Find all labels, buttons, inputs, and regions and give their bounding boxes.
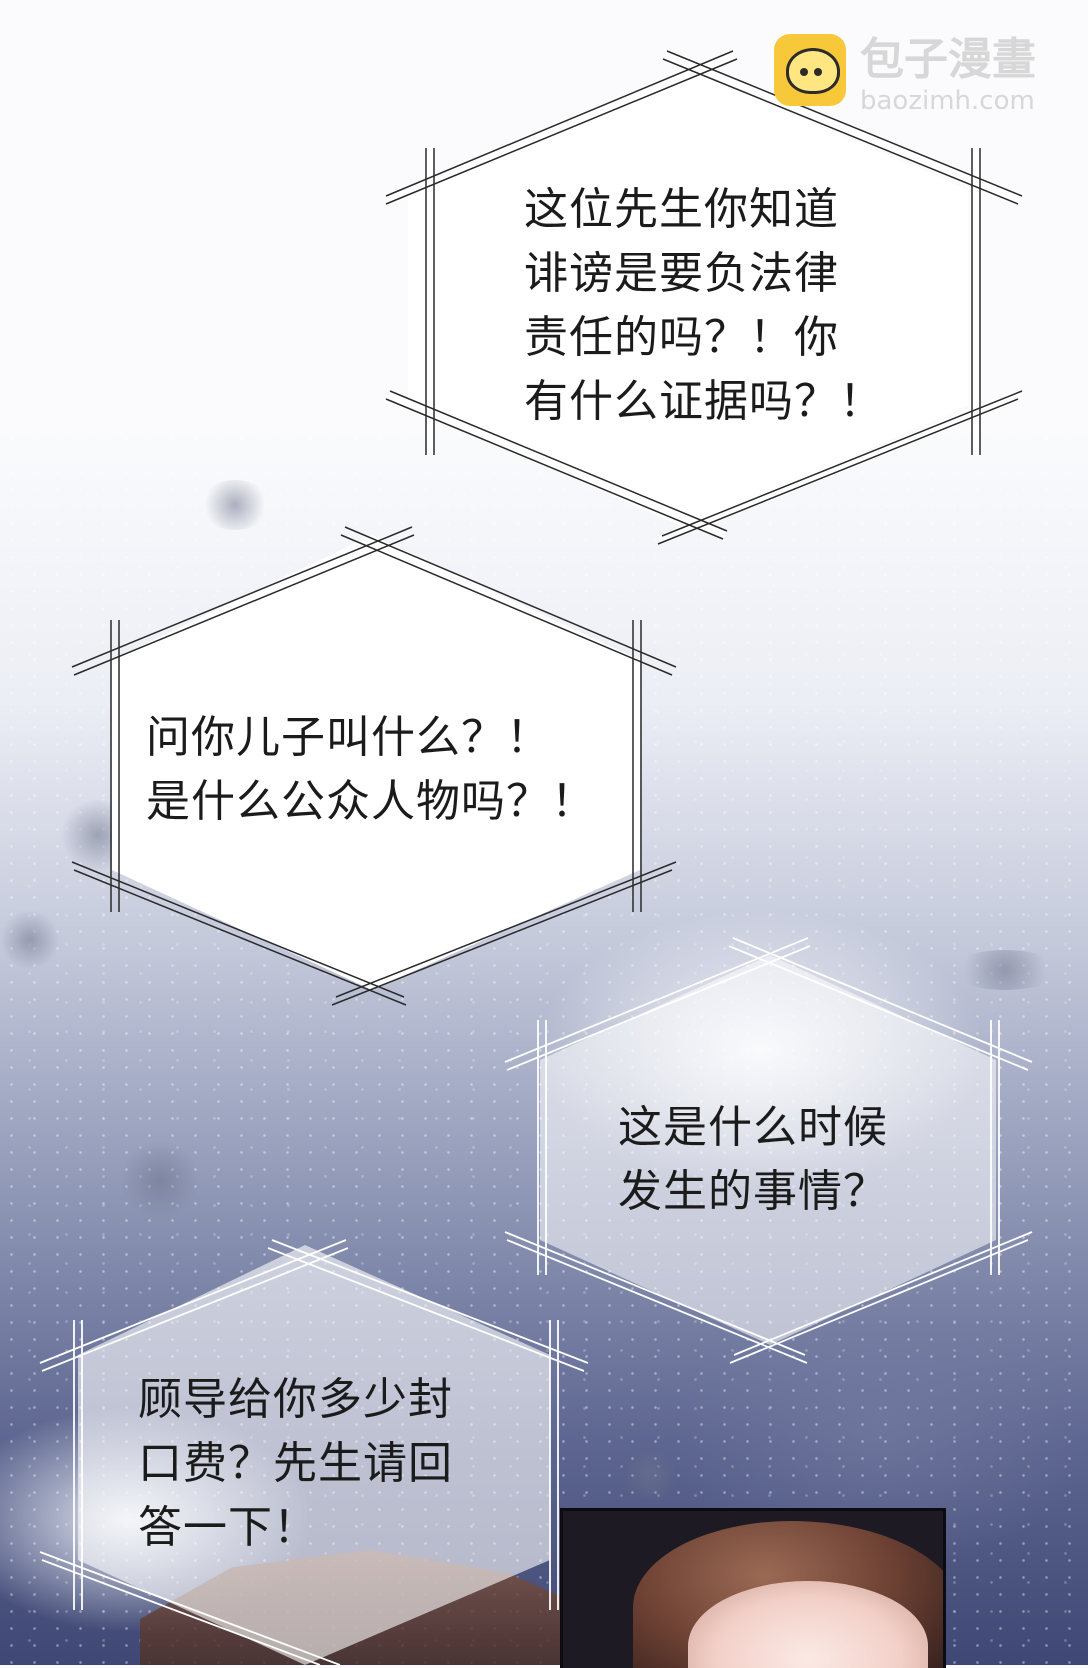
ink-blot <box>200 480 270 530</box>
speech-bubble-text-4: 顾导给你多少封 口费？先生请回 答一下！ <box>138 1374 453 1553</box>
site-watermark: 包子漫畫 baozimh.com <box>774 34 1064 118</box>
watermark-title: 包子漫畫 <box>860 34 1036 85</box>
watermark-url: baozimh.com <box>860 86 1035 116</box>
ink-blot <box>950 950 1060 990</box>
bun-logo-icon <box>774 34 846 106</box>
ink-blot <box>620 1450 680 1500</box>
hexagon-bubble-frame-2 <box>71 526 677 1006</box>
speech-bubble-text-3: 这是什么时候 发生的事情？ <box>618 1102 888 1217</box>
bun-eye <box>800 68 808 76</box>
hexagon-bubble-frame-4 <box>39 1239 589 1665</box>
ink-blot <box>120 1140 200 1220</box>
character-panel <box>560 1508 946 1668</box>
speech-bubble-text-2: 问你儿子叫什么？！ 是什么公众人物吗？！ <box>146 712 596 827</box>
bun-shape <box>786 48 840 94</box>
hexagon-bubble-frame-3 <box>504 937 1033 1364</box>
bun-eye <box>814 68 822 76</box>
hexagon-bubble-frame-1 <box>384 50 1023 545</box>
speech-bubble-text-1: 这位先生你知道 诽谤是要负法律 责任的吗？！你 有什么证据吗？！ <box>524 184 884 427</box>
ink-blot <box>0 910 60 970</box>
